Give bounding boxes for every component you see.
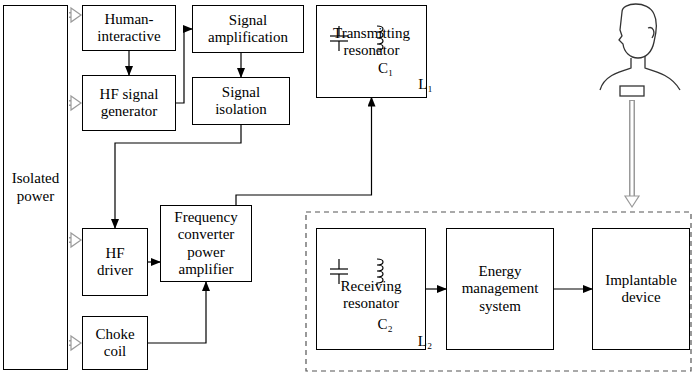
process-box: Implantable device [592, 228, 690, 350]
hollow-arrow [625, 100, 639, 207]
component-label: C₁ [378, 60, 393, 77]
node-text: Signal amplification [197, 12, 299, 47]
component-label: C₂ [377, 316, 392, 333]
node-text: HF signal generator [87, 86, 171, 121]
connector [129, 51, 130, 75]
process-box: HF driver [82, 228, 148, 296]
process-box: Choke coil [82, 316, 148, 370]
node-text: Transmitting resonator [321, 25, 422, 60]
node-text: Receiving resonator [321, 278, 421, 313]
node-text: Isolated power [8, 170, 63, 205]
resonator-box: Transmitting resonatorC₁L₁ [316, 5, 427, 98]
node-text: Implantable device [597, 272, 685, 307]
process-box: HF signal generator [82, 75, 176, 131]
process-box: Human-interactive [82, 5, 176, 51]
connector [176, 29, 192, 103]
connector [69, 336, 81, 350]
component-label: L₁ [418, 76, 432, 93]
power-box: Isolated power [3, 5, 68, 370]
node-text: Choke coil [87, 326, 143, 361]
resonator-box: Receiving resonatorC₂L₂ [316, 228, 426, 350]
node-text: Frequency converter power amplifier [165, 209, 247, 278]
component-label: L₂ [418, 333, 432, 350]
connector [148, 282, 206, 343]
node-text: HF driver [87, 245, 143, 280]
human-figure [600, 4, 680, 96]
connector [69, 8, 81, 22]
process-box: Energy management system [446, 228, 554, 350]
process-box: Signal amplification [192, 5, 304, 53]
node-text: Energy management system [451, 263, 549, 315]
node-text: Signal isolation [197, 84, 285, 119]
connector [69, 96, 81, 110]
connector [426, 289, 446, 290]
node-text: Human-interactive [87, 11, 171, 46]
connector [554, 289, 592, 290]
implant-region-outline [306, 212, 691, 371]
connector [148, 262, 160, 263]
process-box: Frequency converter power amplifier [160, 205, 252, 282]
connector [69, 233, 81, 247]
process-box: Signal isolation [192, 77, 290, 125]
connector [241, 53, 242, 77]
